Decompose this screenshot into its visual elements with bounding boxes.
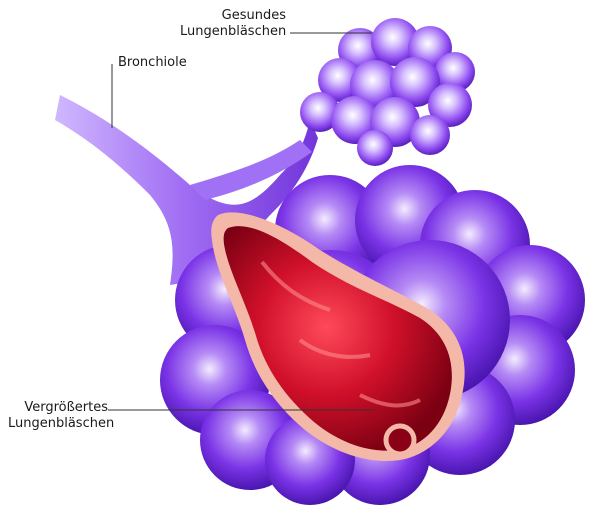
label-enlarged-line1: Vergrößertes [24,400,108,415]
bronchiole-upper-branch [190,140,312,200]
label-healthy-line2: Lungenbläschen [180,24,287,39]
small-enlarged-alveolus [383,423,417,457]
label-enlarged-line2: Lungenbläschen [8,416,115,431]
interior-septa [260,260,421,408]
label-enlarged-alveoli: Vergrößertes Lungenbläschen [8,400,115,432]
label-healthy-alveoli: Gesundes Lungenbläschen [180,8,286,40]
label-bronchiole: Bronchiole [118,55,187,70]
healthy-alveoli-cluster [300,18,475,166]
label-healthy-line1: Gesundes [221,8,286,23]
bronchiole-tube [55,95,318,285]
